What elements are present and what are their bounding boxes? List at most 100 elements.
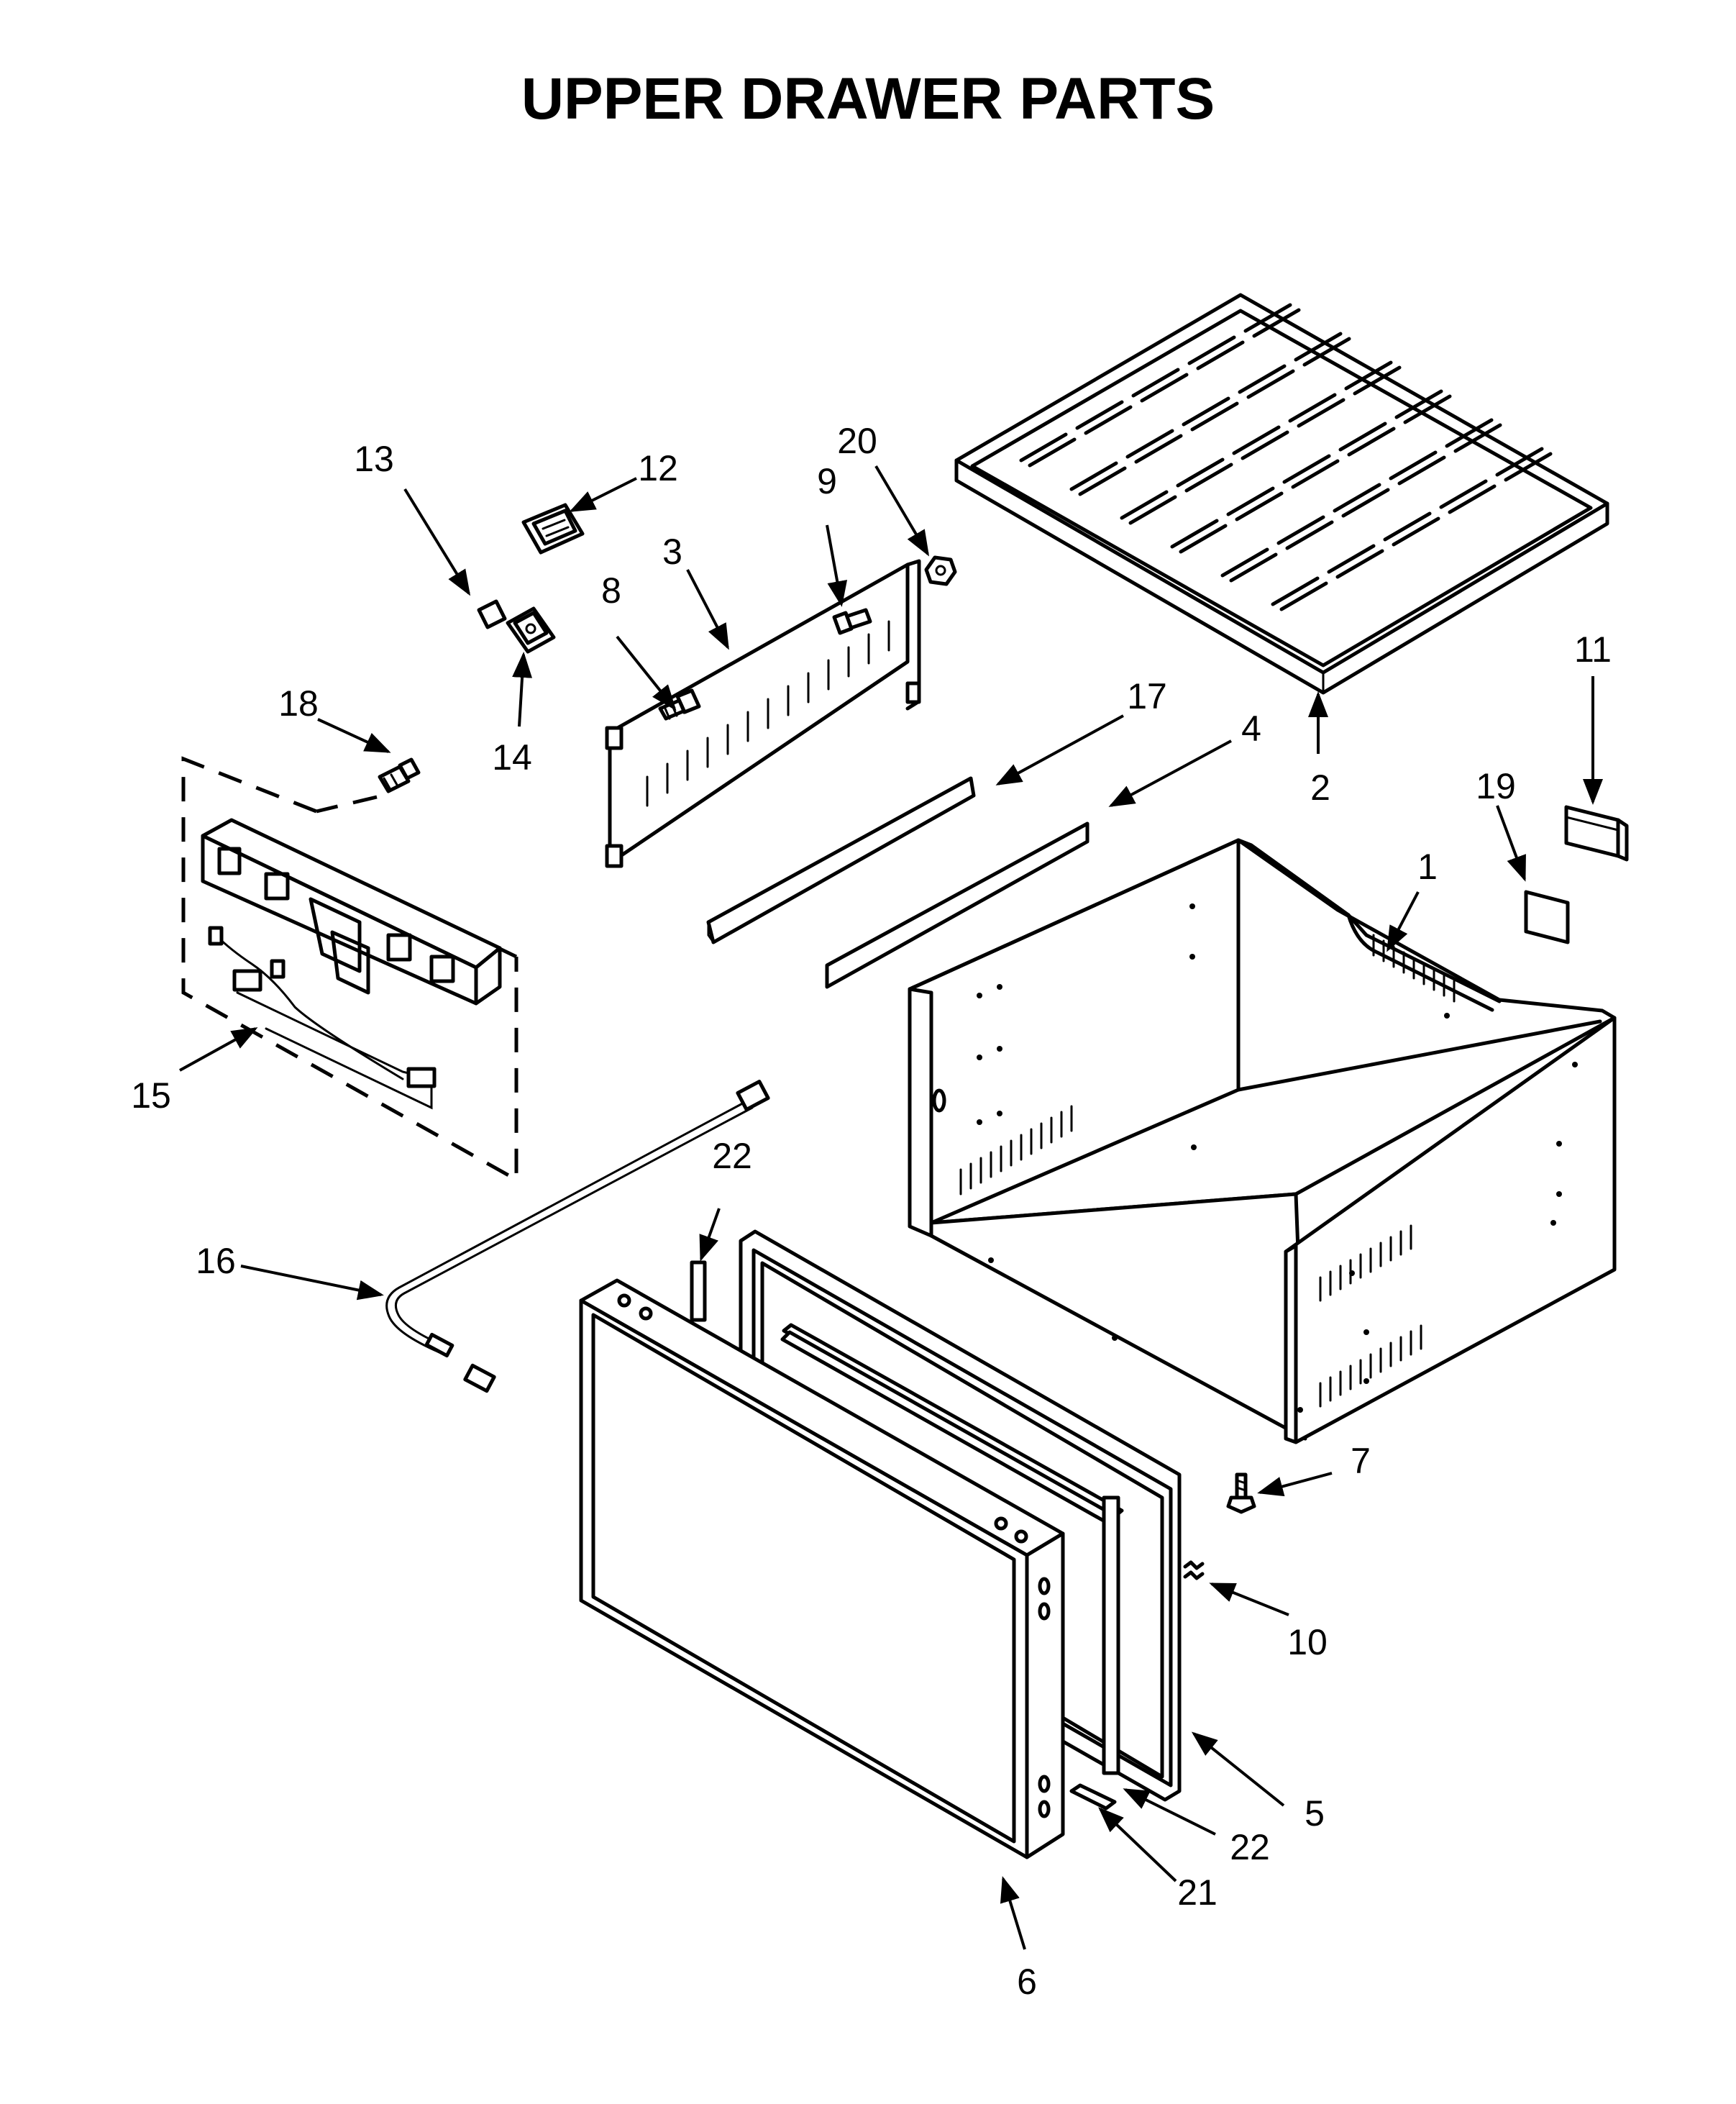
drawing-stroke xyxy=(1397,455,1446,486)
mounting-hole xyxy=(1297,1407,1303,1413)
callout-16: 16 xyxy=(196,1241,236,1281)
drawing-stroke xyxy=(1327,544,1376,574)
part-9-screw xyxy=(832,608,872,635)
mounting-hole xyxy=(997,984,1002,990)
callout-19: 19 xyxy=(1476,766,1516,806)
callout-11: 11 xyxy=(1574,629,1612,670)
drawing-stroke xyxy=(1028,437,1077,468)
drawing-stroke xyxy=(1140,373,1189,403)
mounting-hole xyxy=(977,1119,982,1125)
drawing-stroke xyxy=(1389,450,1438,481)
drawing-stroke xyxy=(1335,549,1384,579)
callout-18: 18 xyxy=(278,683,319,724)
mounting-hole xyxy=(1349,1270,1355,1276)
part-14-clip xyxy=(506,606,556,654)
callout-13: 13 xyxy=(354,439,394,479)
drawing-stroke xyxy=(1241,430,1289,460)
callout-14: 14 xyxy=(492,737,532,778)
drawing-stroke xyxy=(1297,398,1346,428)
callout-15: 15 xyxy=(131,1075,171,1116)
mounting-hole xyxy=(997,1046,1002,1052)
mounting-hole xyxy=(1363,1329,1369,1335)
mounting-hole xyxy=(1189,903,1195,909)
part-21-strip xyxy=(1069,1783,1117,1811)
part-2-shelf-rack xyxy=(954,293,1609,695)
part-18-screw xyxy=(378,757,421,793)
drawing-stroke xyxy=(1271,576,1320,606)
drawing-stroke xyxy=(1196,340,1245,370)
callout-7: 7 xyxy=(1351,1441,1371,1481)
drawing-stroke xyxy=(1302,337,1351,367)
mounting-hole xyxy=(977,1055,982,1060)
callout-3: 3 xyxy=(662,532,682,572)
drawing-stroke xyxy=(1075,400,1124,430)
drawing-stroke xyxy=(1294,332,1343,362)
drawing-stroke xyxy=(1019,432,1068,463)
mounting-hole xyxy=(1191,1144,1197,1150)
mounting-hole xyxy=(1556,1141,1562,1147)
drawing-stroke xyxy=(1288,393,1337,423)
part-12-bracket xyxy=(521,503,585,555)
callout-21: 21 xyxy=(1177,1872,1218,1913)
callout-2: 2 xyxy=(1310,768,1330,808)
drawing-stroke xyxy=(1128,495,1177,525)
drawing-stroke xyxy=(1353,365,1402,396)
drawing-stroke xyxy=(1347,427,1396,457)
mounting-hole xyxy=(1363,1378,1369,1384)
part-19-label xyxy=(1524,890,1570,944)
drawing-stroke xyxy=(1383,511,1432,542)
mounting-hole xyxy=(1444,1013,1450,1019)
drawing-stroke xyxy=(1504,452,1553,482)
callout-9: 9 xyxy=(817,461,837,501)
drawing-stroke xyxy=(1235,491,1284,522)
callout-20: 20 xyxy=(837,421,877,461)
part-7-screw xyxy=(1226,1472,1256,1514)
callout-8: 8 xyxy=(601,570,621,611)
drawing-stroke xyxy=(1495,447,1544,477)
mounting-hole xyxy=(1550,1220,1556,1226)
drawing-stroke xyxy=(1190,401,1239,432)
drawing-stroke xyxy=(1344,360,1393,391)
drawing-stroke xyxy=(1131,368,1180,398)
callout-5: 5 xyxy=(1305,1793,1325,1834)
part-6-door-panel xyxy=(579,1278,1065,1859)
mounting-hole xyxy=(997,1111,1002,1116)
drawing-stroke xyxy=(1232,425,1281,455)
part-13-label xyxy=(477,599,507,629)
drawing-stroke xyxy=(1220,547,1269,578)
drawing-stroke xyxy=(1445,418,1494,448)
part-10-clip xyxy=(1183,1560,1205,1580)
drawing-stroke xyxy=(1341,488,1390,518)
part-8-screw xyxy=(658,688,701,721)
drawing-stroke xyxy=(1252,308,1301,338)
part-16-wire-harness xyxy=(385,1080,770,1393)
part-4-strip xyxy=(825,821,1089,989)
part-22-strip-lower xyxy=(1102,1495,1120,1775)
drawing-stroke xyxy=(1333,483,1381,513)
drawing-stroke xyxy=(1179,524,1228,554)
part-22-strip-upper xyxy=(690,1260,707,1322)
drawing-stroke xyxy=(1238,364,1287,394)
drawing-stroke xyxy=(1187,335,1236,365)
mounting-hole xyxy=(977,993,982,998)
mounting-hole xyxy=(988,1257,994,1263)
part-20-nut xyxy=(924,555,957,586)
callout-10: 10 xyxy=(1287,1622,1328,1662)
drawing-stroke xyxy=(1125,429,1174,459)
drawing-stroke xyxy=(1084,405,1133,435)
mounting-hole xyxy=(1572,1062,1578,1067)
callout-labels: 1 2 3 4 5 6 7 8 9 10 11 12 13 14 15 16 1… xyxy=(131,421,1612,2002)
part-1-drawer-box xyxy=(908,838,1617,1444)
drawing-stroke xyxy=(1403,394,1452,424)
drawing-stroke xyxy=(1134,434,1183,464)
drawing-stroke xyxy=(1078,466,1127,496)
drawing-stroke xyxy=(1439,479,1488,509)
drawing-stroke xyxy=(1182,396,1230,427)
callout-12: 12 xyxy=(638,448,678,488)
part-17-strip xyxy=(706,776,976,944)
drawing-stroke xyxy=(1243,303,1292,333)
callout-17: 17 xyxy=(1127,676,1167,716)
drawing-stroke xyxy=(1448,484,1497,514)
drawing-stroke xyxy=(1282,454,1331,484)
callout-6: 6 xyxy=(1017,1962,1037,2002)
